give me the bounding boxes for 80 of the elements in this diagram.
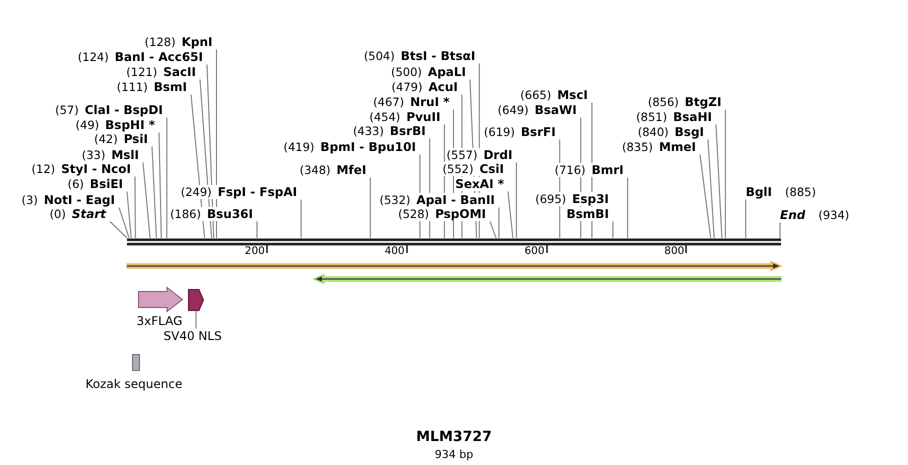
leader-line — [490, 221, 497, 238]
position-number: (695) — [535, 192, 566, 206]
position-number: (111) — [116, 80, 148, 94]
leader-line — [745, 199, 746, 238]
leader-line — [142, 162, 151, 238]
position-number: (716) — [554, 162, 586, 176]
position-number: (665) — [520, 88, 552, 102]
position-number: (528) — [398, 206, 430, 220]
leader-line — [300, 199, 302, 238]
position-number: (124) — [78, 50, 109, 64]
position-number: (42) — [94, 132, 118, 146]
enzyme-name: BsmBI — [566, 206, 609, 220]
position-number: (851) — [636, 110, 668, 124]
tick-label: 600 — [524, 245, 544, 257]
position-number: (0) — [50, 206, 66, 220]
position-number: (33) — [82, 148, 106, 162]
enzyme-name: SexAI * — [455, 176, 504, 190]
sequence-end-label: End — [780, 208, 806, 222]
position-number: (121) — [126, 64, 158, 78]
tick-label: 400 — [384, 245, 405, 257]
leader-line — [724, 109, 726, 238]
position-number: (500) — [390, 64, 422, 78]
enzyme-name: Bsu36I — [201, 206, 253, 220]
leader-line — [370, 177, 371, 238]
position-number: (3) — [22, 192, 38, 206]
position-number: (504) — [364, 48, 395, 62]
leader-line — [508, 191, 514, 238]
tick-label: 800 — [664, 245, 684, 257]
sequence-feature — [188, 289, 204, 311]
feature-label: SV40 NLS — [164, 328, 222, 344]
position-number: (479) — [392, 80, 422, 94]
leader-line — [126, 191, 132, 238]
position-number: (454) — [369, 110, 400, 124]
enzyme-name: FspI - FspAI — [212, 184, 298, 198]
feature-label: Kozak sequence — [86, 376, 182, 392]
leader-line — [612, 221, 614, 238]
position-number: (419) — [283, 140, 314, 154]
position-number: (835) — [622, 140, 653, 154]
leader-line — [158, 132, 162, 238]
leader-line — [152, 146, 157, 238]
leader-line — [708, 139, 715, 238]
enzyme-name: CsiI — [473, 162, 504, 176]
enzyme-name: BglI — [746, 184, 772, 198]
position-number: (249) — [180, 184, 212, 198]
enzyme-name: DrdI — [477, 148, 512, 162]
position-number: (552) — [442, 162, 474, 176]
position-number: (12) — [32, 162, 56, 176]
leader-line — [110, 221, 128, 238]
position-number: (840) — [638, 124, 669, 138]
leader-line — [256, 221, 258, 238]
position-number: (467) — [373, 94, 404, 108]
leader-line — [700, 154, 712, 238]
leader-line — [716, 124, 722, 238]
leader-line — [216, 49, 217, 238]
tick-label: 200 — [244, 245, 265, 257]
dna-backbone — [127, 238, 781, 246]
sequence-length: 934 bp — [434, 448, 474, 461]
feature-track — [313, 274, 781, 284]
leader-line — [134, 176, 136, 238]
position-number: (532) — [379, 192, 410, 206]
feature-track — [127, 261, 782, 271]
feature-label: 3xFLAG — [136, 314, 182, 328]
position-number: (57) — [55, 102, 79, 116]
leader-line — [118, 207, 130, 238]
leader-line — [166, 117, 168, 238]
position-number: (856) — [648, 94, 679, 108]
map-title: MLM3727 — [416, 429, 492, 445]
position-number: (348) — [300, 162, 331, 176]
leader-line — [627, 177, 628, 238]
position-number: (128) — [144, 34, 176, 48]
leader-line — [498, 207, 500, 238]
position-number: (649) — [498, 102, 529, 116]
position-number: (433) — [352, 124, 384, 138]
position-number: (186) — [170, 206, 201, 220]
leader-line — [516, 162, 517, 238]
enzyme-name: PspOMI — [429, 206, 486, 220]
position-number: (557) — [446, 148, 478, 162]
position-number: (619) — [484, 124, 515, 138]
position-number: (6) — [68, 176, 84, 190]
position-number: (49) — [76, 118, 100, 132]
